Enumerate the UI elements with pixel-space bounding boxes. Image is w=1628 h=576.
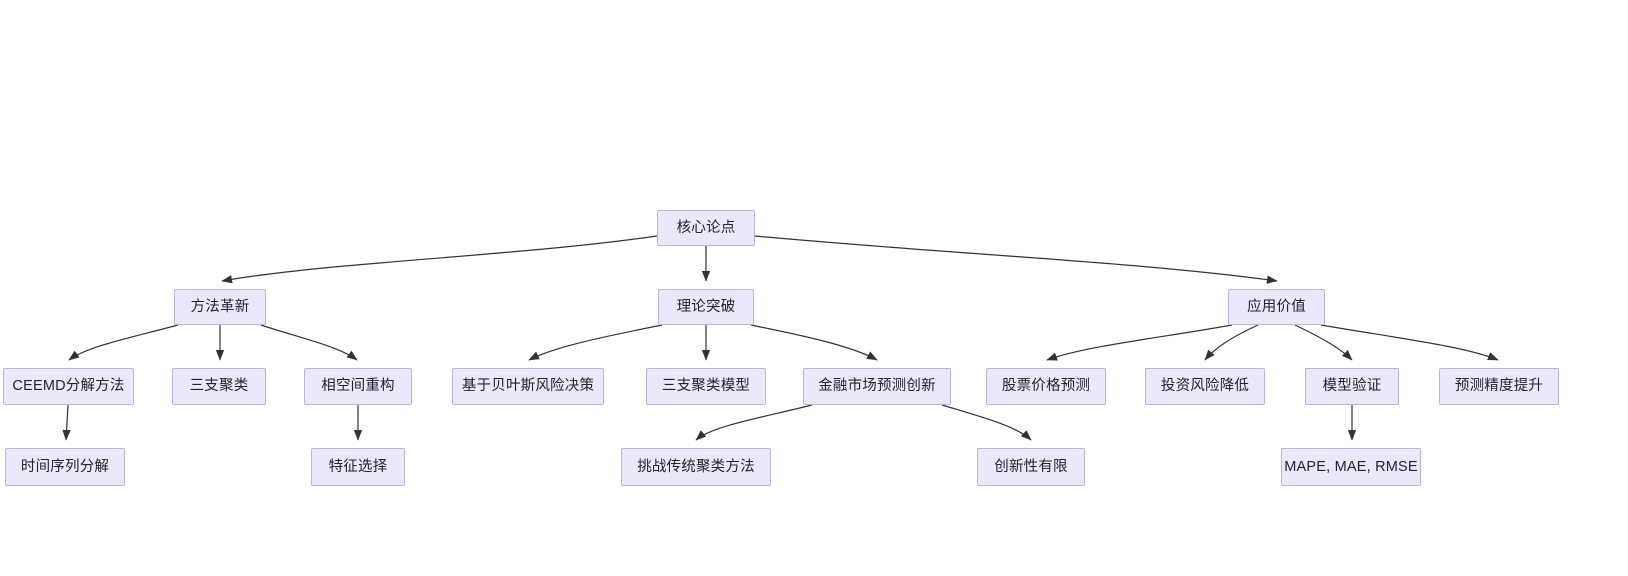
node-label-l3c2: 投资风险降低 [1160,378,1250,395]
edge-l2b-to-l3b1 [528,324,663,361]
edge-l3a1-to-l4a1 [62,404,71,441]
node-l3b2[interactable]: 三支聚类模型 [646,368,766,405]
node-label-l3b1: 基于贝叶斯风险决策 [461,378,595,395]
node-l3c1[interactable]: 股票价格预测 [986,368,1106,405]
edge-l2c-to-l3c1 [1046,324,1233,361]
node-label-l4a2: 特征选择 [328,458,388,475]
node-l3b1[interactable]: 基于贝叶斯风险决策 [452,368,604,405]
node-l4b1[interactable]: 挑战传统聚类方法 [621,448,771,486]
node-l4c1[interactable]: MAPE, MAE, RMSE [1281,448,1421,486]
edge-l2c-to-l3c3 [1294,324,1353,361]
node-label-l3b3: 金融市场预测创新 [818,378,936,395]
node-label-l4c1: MAPE, MAE, RMSE [1284,458,1418,475]
node-label-l4a1: 时间序列分解 [20,458,110,475]
node-label-l4b1: 挑战传统聚类方法 [637,458,755,475]
edge-root-to-l2c [754,235,1278,284]
node-l2c[interactable]: 应用价值 [1228,289,1325,325]
node-label-root: 核心论点 [676,219,736,236]
node-l3c4[interactable]: 预测精度提升 [1439,368,1559,405]
node-l3a2[interactable]: 三支聚类 [172,368,266,405]
node-l3a1[interactable]: CEEMD分解方法 [3,368,134,405]
node-label-l3a2: 三支聚类 [189,378,249,395]
edge-root-to-l2a [221,235,658,284]
node-label-l2c: 应用价值 [1247,298,1306,315]
node-label-l3c4: 预测精度提升 [1454,378,1544,395]
node-label-l3c3: 模型验证 [1322,378,1382,395]
node-label-l3c1: 股票价格预测 [1001,378,1091,395]
node-label-l2b: 理论突破 [676,298,736,315]
edge-l2a-to-l3a3 [260,324,358,361]
edge-group [62,235,1499,441]
node-label-l3b2: 三支聚类模型 [661,378,751,395]
node-l3b3[interactable]: 金融市场预测创新 [803,368,951,405]
edge-l2c-to-l3c4 [1320,324,1499,361]
node-l4a2[interactable]: 特征选择 [311,448,405,486]
node-l3a3[interactable]: 相空间重构 [304,368,412,405]
edge-l3b3-to-l4b2 [941,404,1032,441]
node-l2a[interactable]: 方法革新 [174,289,266,325]
node-l4b2[interactable]: 创新性有限 [977,448,1085,486]
edge-l2c-to-l3c2 [1204,324,1259,361]
node-label-l3a3: 相空间重构 [321,378,395,395]
edge-l3b3-to-l4b1 [695,404,813,441]
node-l4a1[interactable]: 时间序列分解 [5,448,125,486]
node-l3c2[interactable]: 投资风险降低 [1145,368,1265,405]
node-root[interactable]: 核心论点 [657,210,755,246]
edge-l2b-to-l3b3 [750,324,878,361]
node-label-l4b2: 创新性有限 [994,458,1068,475]
node-label-l2a: 方法革新 [190,298,250,315]
node-label-l3a1: CEEMD分解方法 [12,378,125,395]
edge-l2a-to-l3a1 [68,324,179,361]
node-l2b[interactable]: 理论突破 [658,289,754,325]
node-l3c3[interactable]: 模型验证 [1305,368,1399,405]
